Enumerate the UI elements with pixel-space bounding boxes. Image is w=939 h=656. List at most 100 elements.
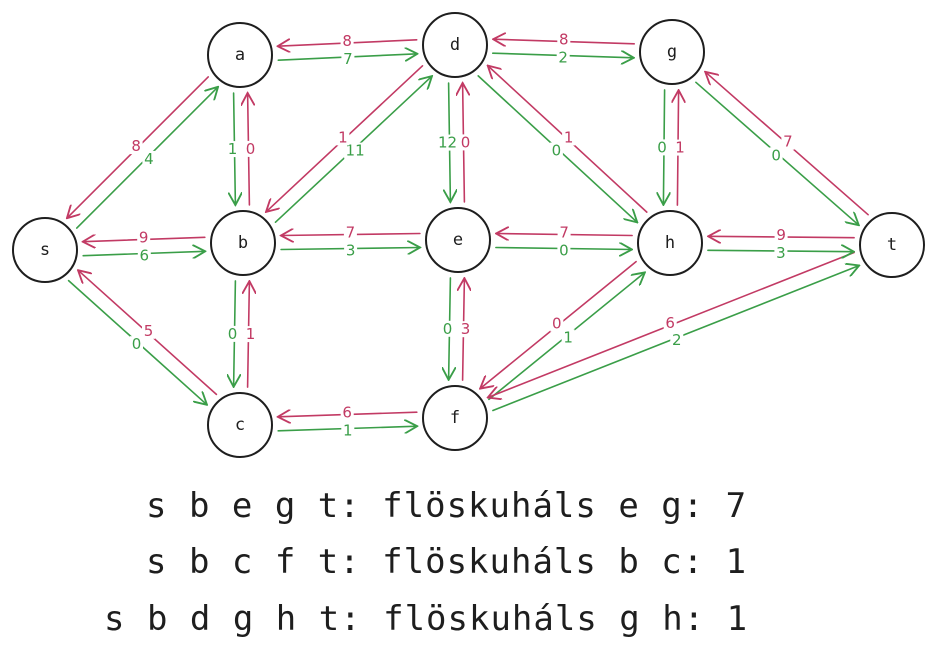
edge-label-bg	[550, 315, 564, 332]
edge-label-bg	[340, 404, 354, 421]
edge-label-bg	[549, 142, 563, 159]
edge-label-bg	[673, 139, 687, 156]
edge-label-bg	[562, 129, 576, 146]
node-t: t	[859, 212, 925, 278]
edge-label-bg	[781, 133, 795, 150]
edge-label-bg	[244, 140, 257, 157]
edge-label-s-b: 6	[140, 247, 150, 265]
augmenting-path-1: s b e g t: flöskuháls e g: 7	[146, 486, 748, 526]
edge-label-f-h: 1	[563, 329, 573, 347]
edge-label-b-e: 3	[346, 242, 356, 260]
edge-label-h-g: 1	[675, 139, 685, 157]
node-circle	[207, 392, 273, 458]
node-label-b: b	[238, 233, 248, 253]
node-circle	[12, 217, 78, 283]
node-label-f: f	[450, 408, 460, 428]
edge-label-bg	[459, 321, 472, 338]
edge-label-g-d: 8	[559, 31, 569, 49]
edge-label-t-f: 6	[665, 314, 675, 332]
edge-label-bg	[561, 329, 575, 346]
node-circle	[637, 210, 703, 276]
edge-label-bg	[769, 147, 783, 164]
node-g: g	[639, 19, 705, 85]
edge-label-e-h: 0	[559, 242, 569, 260]
edge-label-d-h: 0	[552, 142, 562, 160]
edge-label-bg	[130, 336, 143, 353]
edge-label-h-d: 1	[564, 128, 574, 146]
edge-label-bg	[142, 150, 156, 167]
edge-label-bg	[774, 227, 788, 243]
node-b: b	[210, 210, 276, 276]
node-label-g: g	[667, 42, 677, 62]
edge-label-f-t: 2	[672, 331, 682, 349]
edge-label-bg	[557, 31, 571, 48]
edge-label-bg	[344, 142, 367, 159]
nodes-layer: s a b c d e f g h t	[12, 12, 925, 458]
edge-label-d-a: 8	[342, 32, 352, 50]
augmenting-path-2: s b c f t: flöskuháls b c: 1	[146, 542, 748, 582]
node-circle	[422, 385, 488, 451]
edge-label-bg	[557, 242, 571, 259]
edge-label-bg	[441, 320, 454, 337]
edge-label-bg	[663, 315, 677, 332]
edge-label-bg	[244, 326, 257, 343]
node-a: a	[207, 22, 273, 88]
edge-label-a-s: 8	[131, 137, 141, 155]
node-e: e	[425, 207, 491, 273]
edge-label-bg	[557, 224, 571, 241]
edge-label-b-s: 9	[139, 229, 149, 247]
node-label-h: h	[665, 233, 675, 253]
edge-label-e-f: 0	[443, 320, 453, 338]
node-f: f	[422, 385, 488, 451]
node-circle	[207, 22, 273, 88]
edge-label-t-h: 9	[776, 226, 786, 244]
edge-label-bg	[343, 224, 357, 241]
edge-label-bg	[436, 134, 459, 151]
edge-label-c-b: 1	[246, 325, 256, 343]
edge-label-bg	[670, 331, 684, 348]
edge-label-bg	[341, 422, 355, 439]
edge-label-h-t: 3	[776, 244, 786, 262]
edge-label-bg	[137, 247, 151, 264]
node-circle	[859, 212, 925, 278]
edge-label-h-e: 7	[559, 224, 569, 242]
edge-label-e-b: 7	[346, 224, 356, 242]
edge-label-bg	[344, 242, 358, 259]
edge-label-bg	[459, 134, 472, 151]
edge-label-bg	[341, 51, 355, 67]
edge-label-bg	[336, 129, 350, 146]
node-d: d	[422, 12, 488, 78]
edge-label-d-e: 12	[438, 134, 457, 152]
node-label-e: e	[453, 230, 463, 250]
edge-label-t-g: 7	[783, 133, 793, 151]
edge-label-bg	[226, 325, 239, 342]
edge-label-c-s: 5	[144, 322, 154, 340]
edge-label-s-a: 4	[144, 150, 154, 168]
augmenting-path-3: s b d g h t: flöskuháls g h: 1	[104, 599, 749, 639]
edge-label-bg	[226, 141, 239, 158]
node-label-c: c	[235, 415, 245, 435]
node-c: c	[207, 392, 273, 458]
edge-label-bg	[137, 229, 151, 246]
edge-label-d-b: 1	[338, 128, 348, 146]
edge-label-d-g: 2	[558, 49, 568, 67]
node-h: h	[637, 210, 703, 276]
edge-label-g-t: 0	[771, 146, 781, 164]
edge-label-b-d: 11	[346, 142, 365, 160]
node-s: s	[12, 217, 78, 283]
node-circle	[210, 210, 276, 276]
edge-label-s-c: 0	[132, 335, 142, 353]
edge-label-bg	[774, 245, 788, 261]
node-label-a: a	[235, 45, 245, 65]
edge-label-bg	[142, 322, 155, 339]
edge-label-bg	[556, 49, 570, 66]
edge-label-b-a: 0	[246, 140, 256, 158]
edge-label-g-h: 0	[657, 138, 667, 156]
node-circle	[425, 207, 491, 273]
edge-label-f-c: 6	[342, 404, 352, 422]
edge-label-b-c: 0	[228, 325, 238, 343]
edge-label-bg	[129, 138, 143, 155]
edge-label-a-b: 1	[228, 140, 238, 158]
